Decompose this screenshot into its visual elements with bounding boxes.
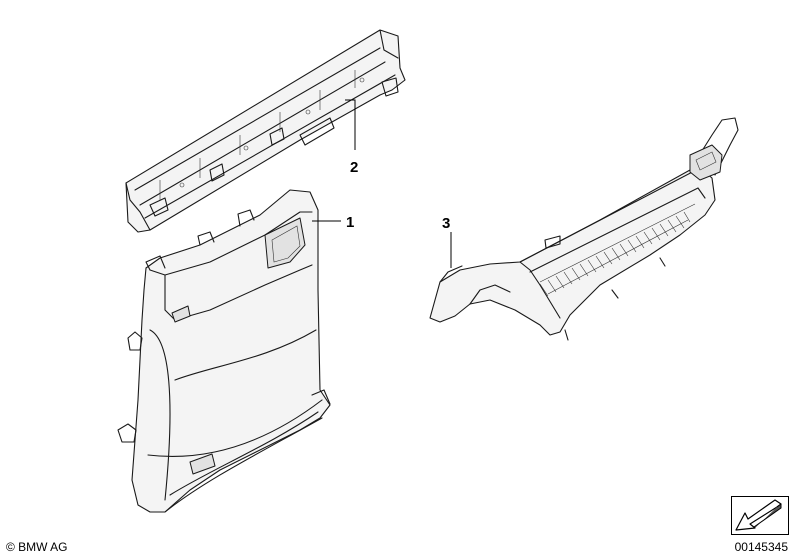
callout-2-label: 2 — [350, 159, 358, 176]
arrow-down-left-icon[interactable] — [731, 496, 789, 535]
part-1-side-trim-panel[interactable] — [117, 189, 331, 513]
diagram-id-text: 00145345 — [734, 540, 788, 554]
callout-3-label: 3 — [442, 215, 450, 232]
callout-1-label: 1 — [346, 214, 354, 231]
part-2-mounting-rail[interactable] — [125, 29, 406, 233]
callout-2-group: 2 — [345, 99, 358, 176]
callout-3-group: 3 — [442, 215, 452, 268]
part-3-entrance-cover-strip[interactable] — [429, 117, 739, 341]
vent-grille — [539, 211, 691, 297]
copyright-text: © BMW AG — [6, 540, 68, 554]
callout-1-group: 1 — [312, 214, 354, 231]
